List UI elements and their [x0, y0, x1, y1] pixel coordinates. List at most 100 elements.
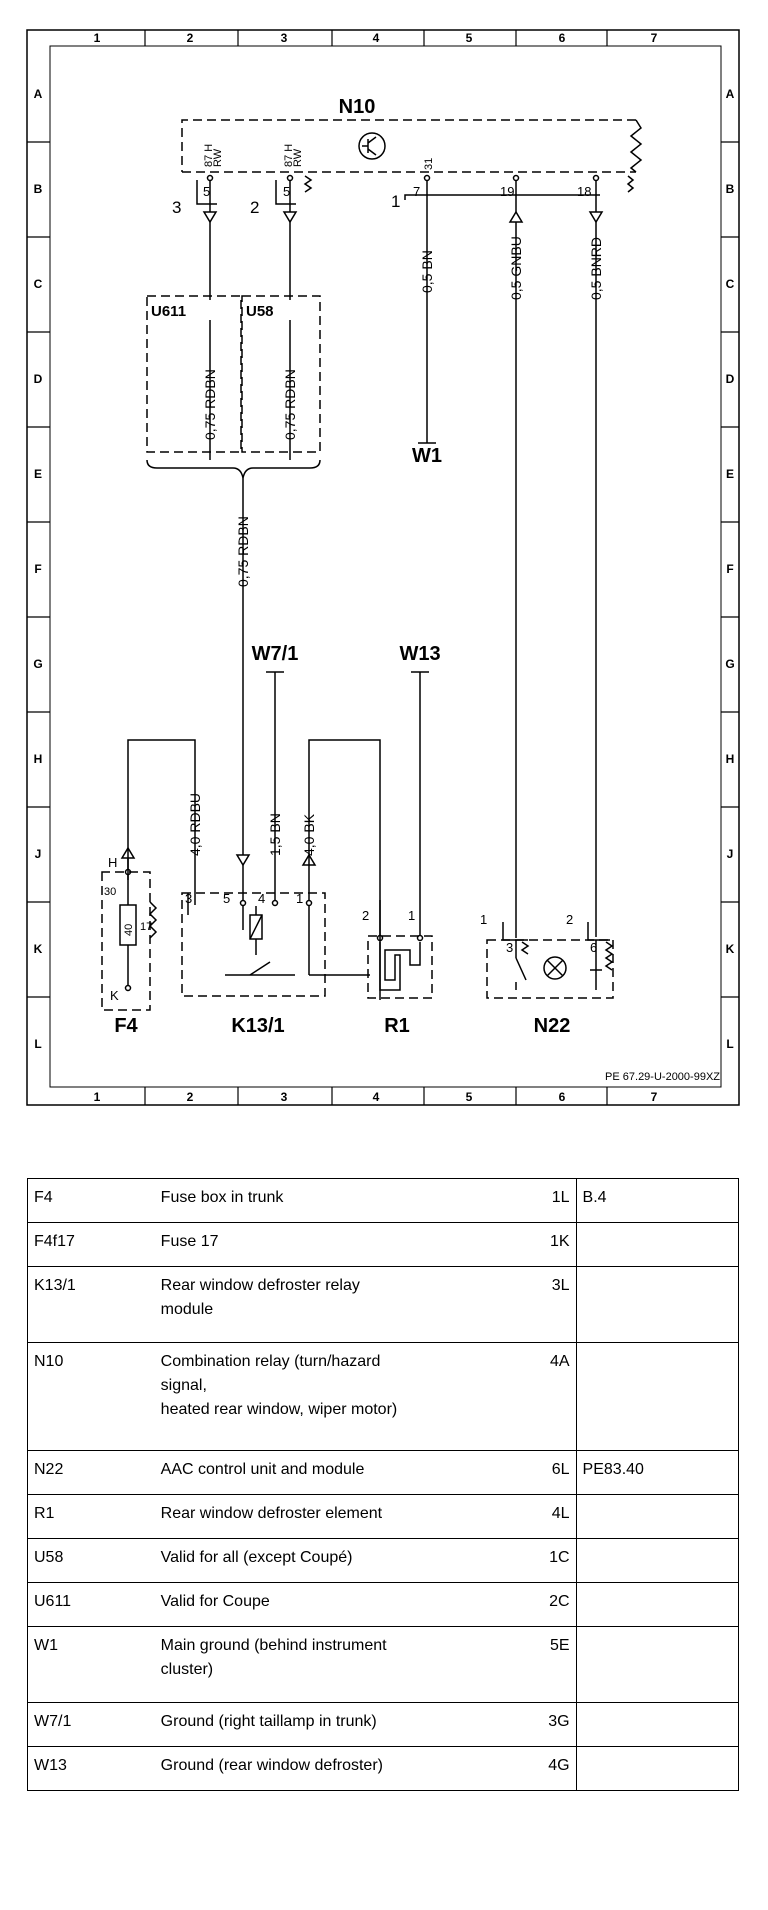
u611-block [146, 295, 242, 453]
row-label-right-e: E [726, 467, 734, 481]
legend-description: Valid for all (except Coupé) [154, 1538, 515, 1583]
row-label-left-a: A [34, 87, 43, 101]
legend-location: 1C [514, 1538, 577, 1583]
outer-frame [26, 29, 740, 1106]
n10-pin-2: 2 [250, 198, 259, 217]
legend-reference [575, 1582, 740, 1627]
pin19-wire-label: 0,5 GNBU [508, 236, 524, 300]
n10-pin-19: 19 [500, 184, 514, 199]
legend-code: F4 [26, 1178, 155, 1223]
n22-pin-2: 2 [566, 912, 573, 927]
w1-wire-label: 0,5 BN [419, 250, 435, 293]
legend-location: 2C [514, 1582, 577, 1627]
legend-reference [575, 1342, 740, 1451]
legend-description: Fuse 17 [154, 1222, 515, 1267]
f4-pin-h: H [108, 855, 117, 870]
merged-wire-label: 0,75 RDBN [235, 516, 251, 587]
legend-description: Rear window defroster relay module [154, 1266, 515, 1343]
legend-reference [575, 1266, 740, 1343]
row-label-right-l: L [726, 1037, 733, 1051]
legend-location: 4L [514, 1494, 577, 1539]
legend-description: Valid for Coupe [154, 1582, 515, 1627]
f4-label: F4 [114, 1015, 138, 1037]
col-label-top-1: 1 [94, 31, 101, 45]
legend-code: F4f17 [26, 1222, 155, 1267]
r1-label: R1 [384, 1015, 410, 1037]
legend-code: N10 [26, 1342, 155, 1451]
col-label-top-3: 3 [281, 31, 288, 45]
f4-pin-40: 40 [123, 924, 135, 936]
r1-block [367, 935, 433, 999]
n10-pin-rw-a: RW [212, 148, 224, 167]
legend-code: W13 [26, 1746, 155, 1791]
r1-pin-2: 2 [362, 908, 369, 923]
n22-pin-6: 6 [590, 940, 597, 955]
n10-pin-7: 7 [413, 184, 420, 199]
row-label-left-l: L [34, 1037, 41, 1051]
legend-description: Ground (rear window defroster) [154, 1746, 515, 1791]
col-label-bottom-6: 6 [559, 1090, 566, 1104]
row-label-left-j: J [35, 847, 42, 861]
row-label-left-h: H [34, 752, 43, 766]
n10-pin-3: 3 [172, 198, 181, 217]
row-label-right-k: K [726, 942, 735, 956]
k13-pin-3: 3 [185, 891, 192, 906]
row-label-left-g: G [33, 657, 42, 671]
row-label-right-d: D [726, 372, 735, 386]
legend-location: 3G [514, 1702, 577, 1747]
u58-wire-label: 0,75 RDBN [282, 369, 298, 440]
f4-pin-17: 17 [140, 921, 152, 933]
row-label-right-f: F [726, 562, 733, 576]
f4-pin-k: K [110, 988, 119, 1003]
legend-reference: PE83.40 [575, 1450, 740, 1495]
legend-reference [575, 1702, 740, 1747]
n22-block [486, 939, 614, 999]
col-label-bottom-3: 3 [281, 1090, 288, 1104]
legend-location: 3L [514, 1266, 577, 1343]
k13-1-block [181, 892, 326, 997]
n10-pin-1: 1 [391, 192, 400, 211]
n22-pin-1: 1 [480, 912, 487, 927]
legend-description: Rear window defroster element [154, 1494, 515, 1539]
r1-pin-1: 1 [408, 908, 415, 923]
legend-location: 1K [514, 1222, 577, 1267]
legend-description: Fuse box in trunk [154, 1178, 515, 1223]
legend-reference [575, 1222, 740, 1267]
n10-pin-87h-a: 87 H [203, 144, 215, 167]
col-label-top-4: 4 [373, 31, 380, 45]
row-label-right-h: H [726, 752, 735, 766]
col-label-bottom-4: 4 [373, 1090, 380, 1104]
col-label-bottom-2: 2 [187, 1090, 194, 1104]
n10-pin-rw-b: RW [292, 148, 304, 167]
u611-label: U611 [151, 303, 186, 320]
legend-reference: B.4 [575, 1178, 740, 1223]
row-label-right-a: A [726, 87, 735, 101]
col-label-top-5: 5 [466, 31, 473, 45]
w1-label: W1 [412, 445, 442, 467]
pin18-wire-label: 0,5 BNRD [588, 237, 604, 300]
col-label-bottom-7: 7 [651, 1090, 658, 1104]
legend-description: AAC control unit and module [154, 1450, 515, 1495]
n22-pin-3: 3 [506, 940, 513, 955]
row-label-left-e: E [34, 467, 42, 481]
k13-pin-4: 4 [258, 891, 265, 906]
u58-label: U58 [246, 303, 274, 320]
row-label-left-b: B [34, 182, 43, 196]
u58-block [241, 295, 321, 453]
legend-description: Main ground (behind instrument cluster) [154, 1626, 515, 1703]
legend-code: K13/1 [26, 1266, 155, 1343]
legend-reference [575, 1494, 740, 1539]
w13-label: W13 [399, 643, 440, 665]
n10-pin-18: 18 [577, 184, 591, 199]
legend-code: U611 [26, 1582, 155, 1627]
legend-code: W7/1 [26, 1702, 155, 1747]
n10-pin-87h-b: 87 H [283, 144, 295, 167]
legend-description: Ground (right taillamp in trunk) [154, 1702, 515, 1747]
